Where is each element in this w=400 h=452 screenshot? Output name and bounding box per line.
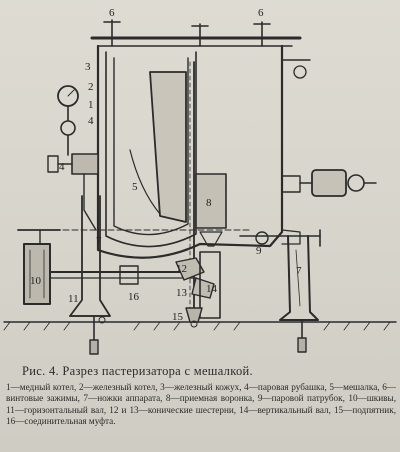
shaft-housing <box>199 251 221 319</box>
label-12: 12 <box>176 263 187 275</box>
label-3: 3 <box>85 61 91 73</box>
receiving-funnel <box>195 173 227 229</box>
label-9: 9 <box>256 245 262 257</box>
label-5: 5 <box>132 181 138 193</box>
coupling <box>119 265 139 285</box>
label-6a: 6 <box>109 7 115 19</box>
figure-caption: Рис. 4. Разрез пастеризатора с мешалкой.… <box>0 362 400 452</box>
diagram-svg: 6 6 3 2 1 4 4 5 8 7 7 9 10 11 16 12 13 1… <box>3 7 397 355</box>
label-14: 14 <box>206 283 218 295</box>
label-4a: 4 <box>88 115 94 127</box>
iron-boiler <box>105 51 197 248</box>
right-leg <box>279 235 319 321</box>
callout-labels: 6 6 3 2 1 4 4 5 8 7 7 9 10 11 16 12 13 1… <box>30 7 302 323</box>
pasteurizer-diagram: 6 6 3 2 1 4 4 5 8 7 7 9 10 11 16 12 13 1… <box>3 7 397 355</box>
copper-boiler <box>113 57 189 236</box>
bevel-gear <box>175 257 205 281</box>
floor-hatch <box>3 321 391 331</box>
label-4b: 4 <box>59 161 65 173</box>
motor <box>311 169 347 197</box>
label-11: 11 <box>68 293 79 305</box>
label-15: 15 <box>172 311 184 323</box>
right-valve <box>293 65 307 79</box>
steam-inlet <box>71 153 99 175</box>
motor-pulley <box>347 174 365 192</box>
screw-clamps <box>103 19 271 47</box>
funnel-outlet <box>199 231 223 247</box>
label-8: 8 <box>206 197 212 209</box>
steam-valve <box>255 231 269 245</box>
label-6b: 6 <box>258 7 264 19</box>
label-16: 16 <box>128 291 140 303</box>
stirrer-arm <box>129 149 161 215</box>
label-13: 13 <box>176 287 188 299</box>
figure-legend: 1—медный котел, 2—железный котел, 3—желе… <box>6 382 396 427</box>
gauge-ring <box>60 120 76 136</box>
label-7b: 7 <box>296 265 302 277</box>
outer-casing <box>96 44 284 259</box>
figure-title: Рис. 4. Разрез пастеризатора с мешалкой. <box>22 364 253 378</box>
label-10: 10 <box>30 275 42 287</box>
label-1: 1 <box>88 99 94 111</box>
label-2: 2 <box>88 81 94 93</box>
thrust-bearing <box>185 307 203 323</box>
label-7a: 7 <box>96 235 102 247</box>
pulley <box>23 243 51 305</box>
stirrer-blade <box>149 71 187 223</box>
